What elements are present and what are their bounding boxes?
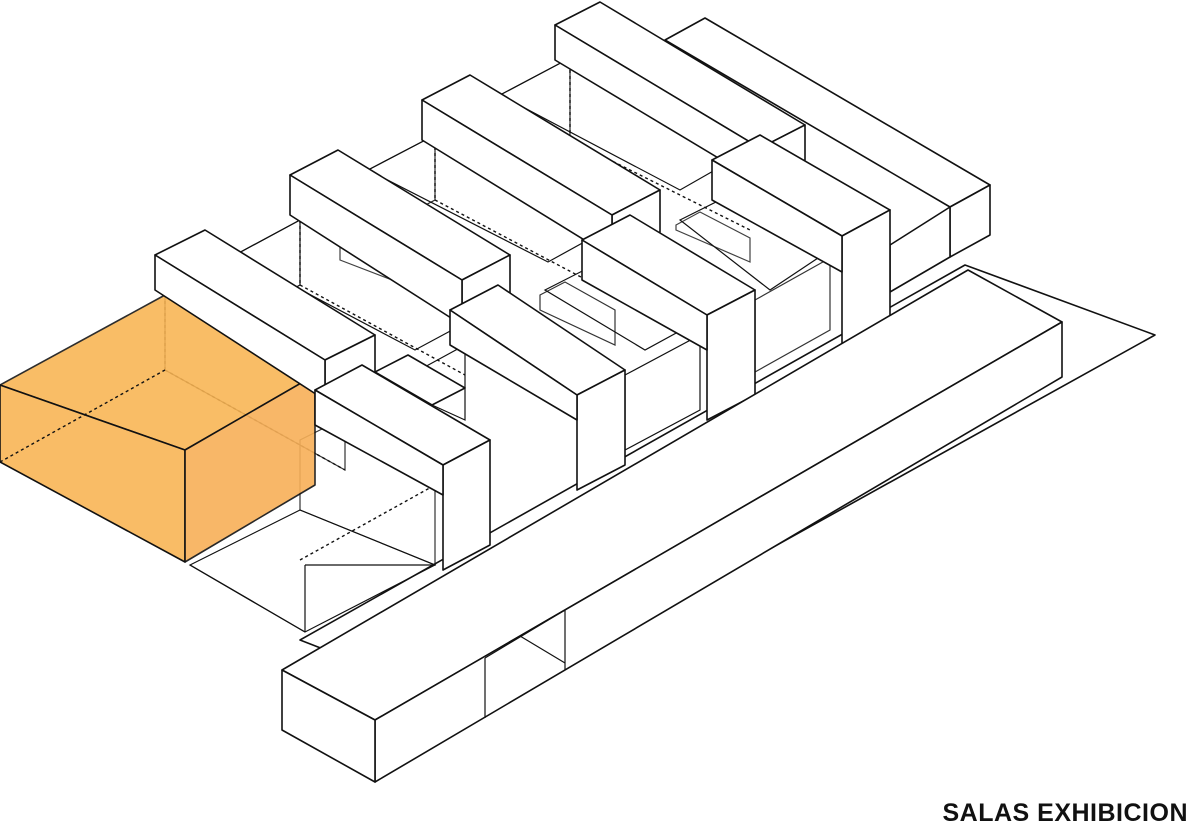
wall-row-2 [289, 149, 626, 491]
front-bar-end [281, 669, 376, 783]
sala-1-orange-side [184, 374, 316, 563]
front-bar-top [281, 269, 1063, 721]
front-bar-block [281, 269, 1063, 783]
sala-4b-end [675, 211, 751, 263]
wall-row-3 [421, 74, 756, 421]
wall-row-1 [154, 229, 491, 571]
wall-row-4 [554, 1, 891, 346]
diagram-caption: SALAS EXHIBICION [942, 799, 1188, 827]
back-right-block [664, 17, 991, 293]
sala-3b-end [539, 281, 616, 346]
